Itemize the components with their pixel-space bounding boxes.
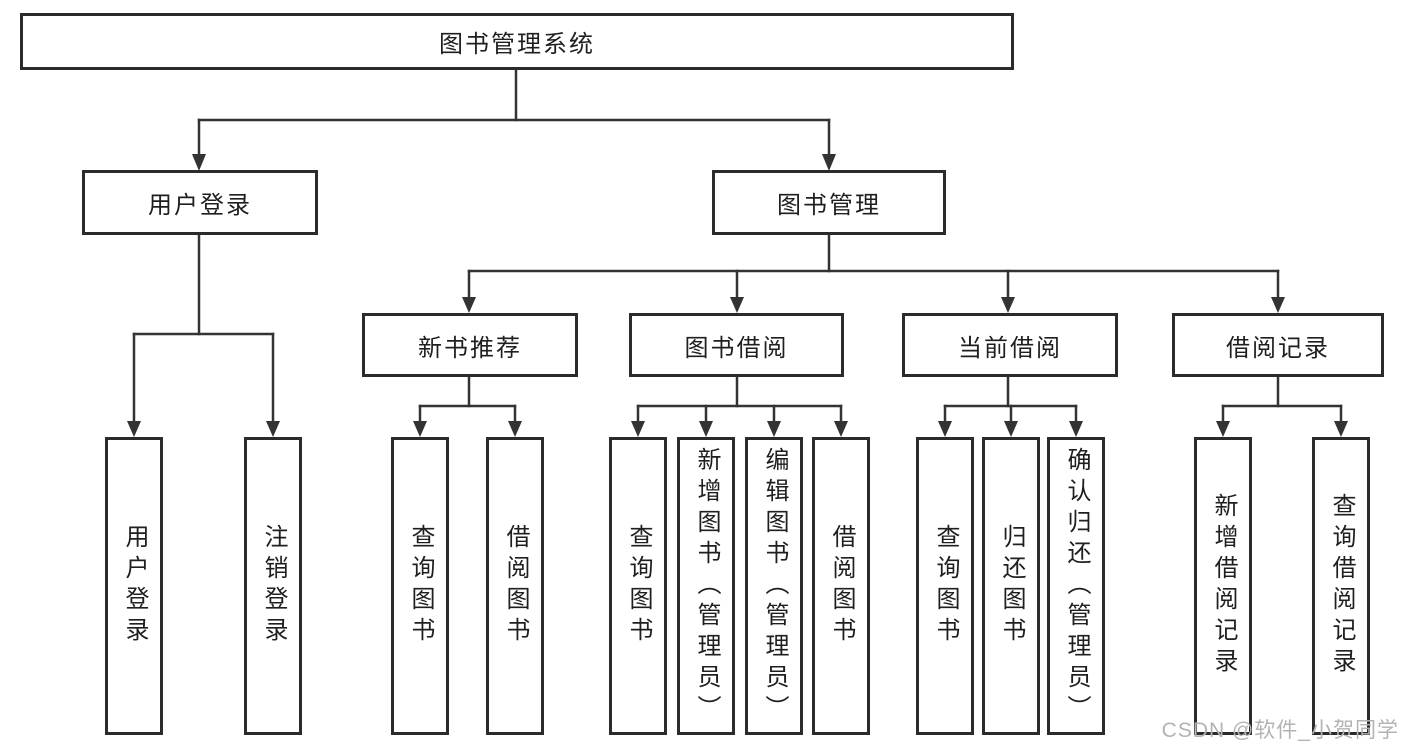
node-borrow-records: 借阅记录 <box>1172 313 1384 377</box>
leaf-query-books-3-label: 查询图书 <box>932 524 959 648</box>
node-root-label: 图书管理系统 <box>439 31 595 58</box>
leaf-borrow-books-2-label: 借阅图书 <box>828 524 855 648</box>
node-book-borrow-label: 图书借阅 <box>684 334 789 362</box>
leaf-logout-label: 注销登录 <box>260 524 287 648</box>
leaf-add-borrow-record-label: 新增借阅记录 <box>1210 493 1237 679</box>
leaf-query-books-1-label: 查询图书 <box>407 524 434 648</box>
leaf-query-borrow-record: 查询借阅记录 <box>1312 437 1370 735</box>
leaf-user-login-label: 用户登录 <box>121 524 148 648</box>
leaf-return-book-label: 归还图书 <box>998 524 1025 648</box>
node-root: 图书管理系统 <box>20 13 1014 70</box>
leaf-confirm-return-admin-label: 确认归还（管理员） <box>1063 446 1090 726</box>
leaf-add-borrow-record: 新增借阅记录 <box>1194 437 1252 735</box>
node-borrow-records-label: 借阅记录 <box>1226 334 1330 362</box>
leaf-borrow-books-1-label: 借阅图书 <box>502 524 529 648</box>
leaf-query-books-2: 查询图书 <box>609 437 667 735</box>
node-current-borrow-label: 当前借阅 <box>958 334 1062 362</box>
leaf-query-borrow-record-label: 查询借阅记录 <box>1328 493 1355 679</box>
leaf-borrow-books-2: 借阅图书 <box>812 437 870 735</box>
leaf-user-login: 用户登录 <box>105 437 163 735</box>
leaf-borrow-books-1: 借阅图书 <box>486 437 544 735</box>
leaf-edit-book-admin-label: 编辑图书（管理员） <box>761 446 788 726</box>
leaf-edit-book-admin: 编辑图书（管理员） <box>745 437 803 735</box>
leaf-return-book: 归还图书 <box>982 437 1040 735</box>
node-user-login: 用户登录 <box>82 170 318 235</box>
node-current-borrow: 当前借阅 <box>902 313 1118 377</box>
arrowheads <box>127 154 1348 437</box>
node-new-book-recommend: 新书推荐 <box>362 313 578 377</box>
node-new-book-recommend-label: 新书推荐 <box>418 334 522 362</box>
node-book-borrow: 图书借阅 <box>629 313 844 377</box>
node-user-login-label: 用户登录 <box>148 192 252 219</box>
leaf-add-book-admin: 新增图书（管理员） <box>677 437 735 735</box>
node-book-management-label: 图书管理 <box>777 192 881 219</box>
leaf-logout: 注销登录 <box>244 437 302 735</box>
leaf-query-books-1: 查询图书 <box>391 437 449 735</box>
leaf-query-books-3: 查询图书 <box>916 437 974 735</box>
node-book-management: 图书管理 <box>712 170 946 235</box>
csdn-watermark: CSDN @软件_小贺同学 <box>1161 719 1399 742</box>
leaf-confirm-return-admin: 确认归还（管理员） <box>1047 437 1105 735</box>
leaf-add-book-admin-label: 新增图书（管理员） <box>693 446 720 726</box>
leaf-query-books-2-label: 查询图书 <box>625 524 652 648</box>
